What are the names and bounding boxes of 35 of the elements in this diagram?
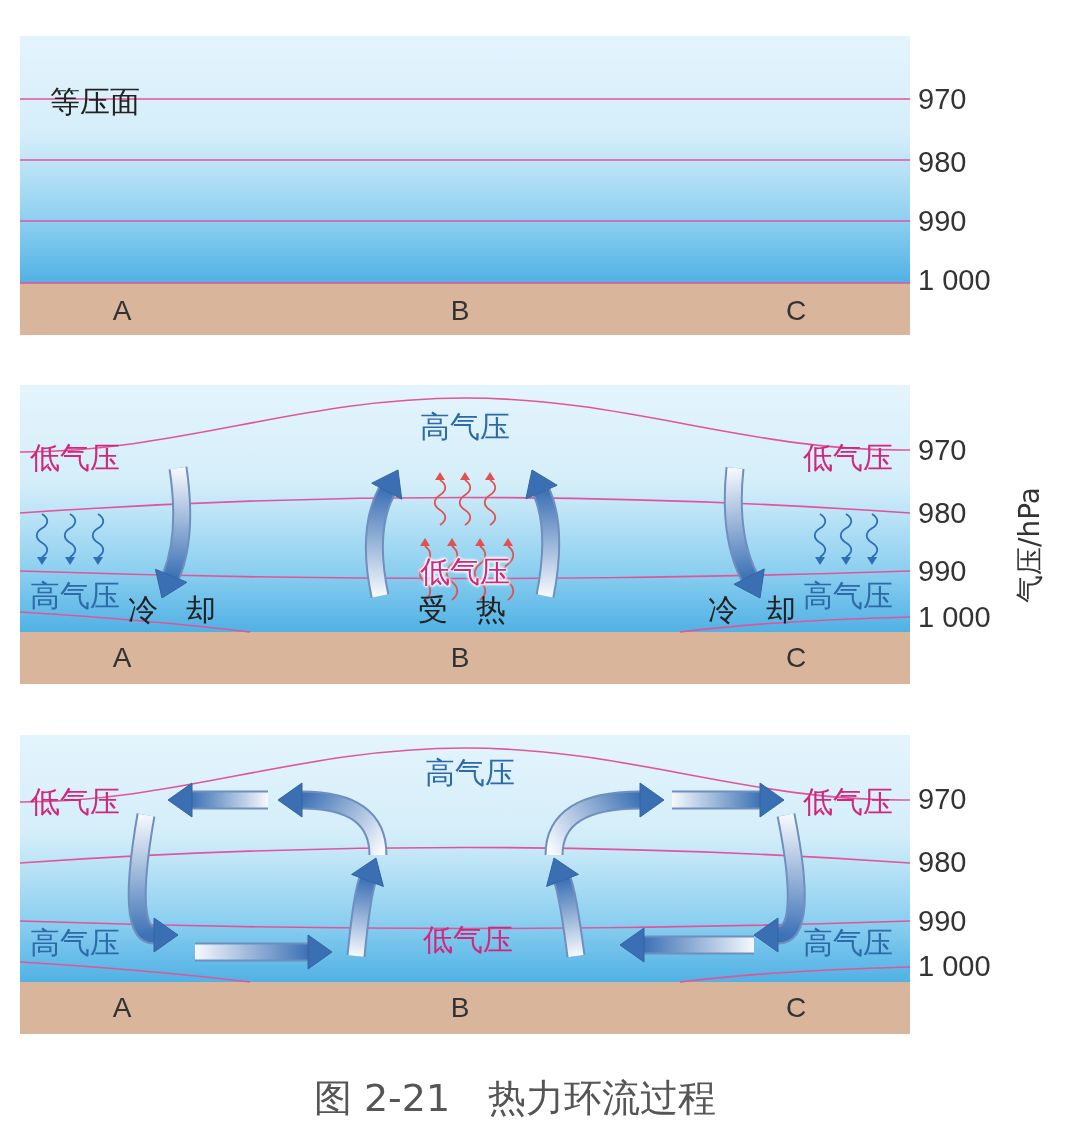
location-label: C — [785, 644, 807, 672]
location-label: B — [450, 994, 470, 1022]
pressure-value: 980 — [918, 498, 967, 528]
process-label: 冷 却 — [708, 595, 796, 625]
location-label: B — [450, 644, 470, 672]
figure-caption: 图 2-21 热力环流过程 — [313, 1079, 717, 1117]
location-label: A — [112, 297, 132, 325]
pressure-value: 970 — [918, 84, 967, 114]
pressure-value: 990 — [918, 556, 967, 586]
low-pressure-label: 低气压 — [423, 925, 513, 955]
process-label: 受 热 — [418, 595, 506, 625]
high-pressure-label: 高气压 — [30, 581, 120, 611]
pressure-value: 1 000 — [918, 265, 991, 295]
high-pressure-label: 高气压 — [803, 581, 893, 611]
location-label: C — [785, 297, 807, 325]
pressure-value: 970 — [918, 435, 967, 465]
axis-title: 气压/hPa — [1016, 487, 1044, 603]
high-pressure-label: 高气压 — [30, 928, 120, 958]
pressure-value: 1 000 — [918, 602, 991, 632]
process-label: 冷 却 — [128, 595, 216, 625]
high-pressure-label: 高气压 — [425, 758, 515, 788]
pressure-value: 990 — [918, 206, 967, 236]
high-pressure-label: 高气压 — [420, 412, 510, 442]
high-pressure-label: 高气压 — [803, 928, 893, 958]
pressure-value: 990 — [918, 906, 967, 936]
location-label: C — [785, 994, 807, 1022]
isobar-label: 等压面 — [50, 87, 140, 117]
location-label: A — [112, 644, 132, 672]
pressure-value: 980 — [918, 847, 967, 877]
location-label: A — [112, 994, 132, 1022]
pressure-value: 1 000 — [918, 951, 991, 981]
pressure-value: 970 — [918, 784, 967, 814]
location-label: B — [450, 297, 470, 325]
pressure-value: 980 — [918, 147, 967, 177]
low-pressure-label: 低气压 — [803, 443, 893, 473]
